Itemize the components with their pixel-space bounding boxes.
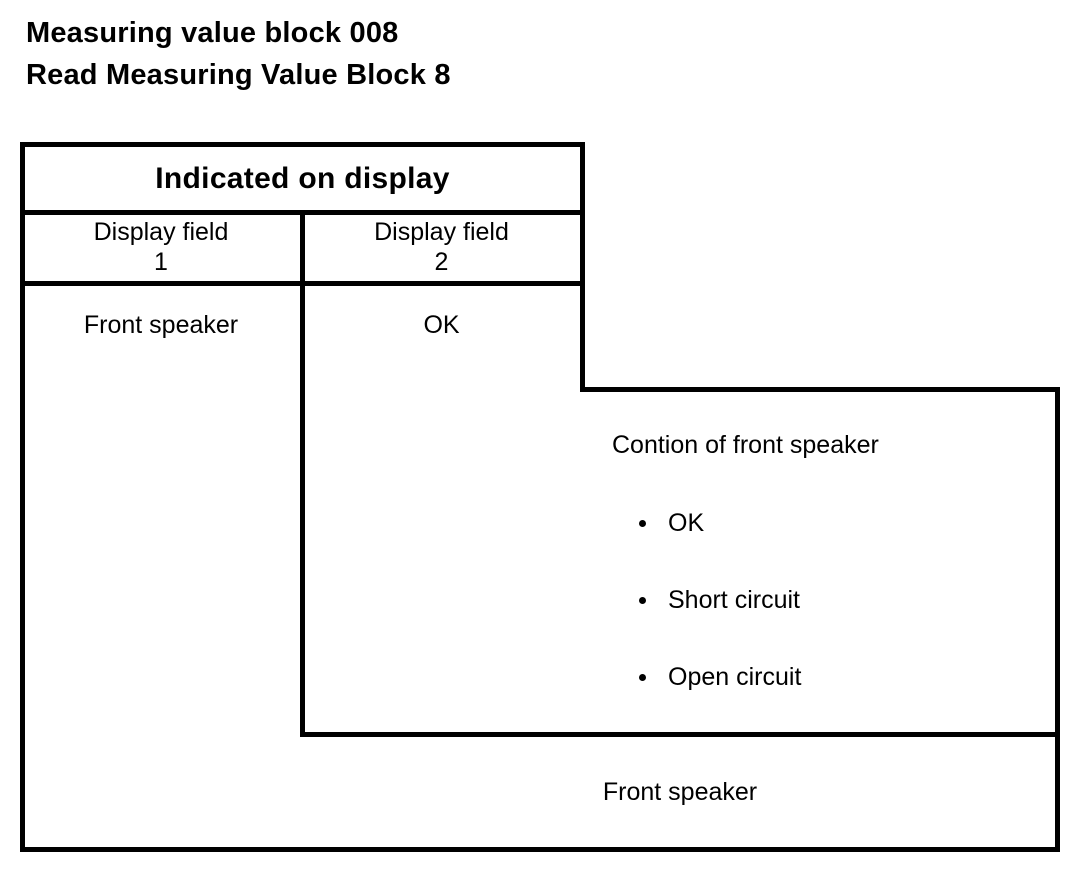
table-top-border xyxy=(20,142,585,147)
bullet-icon xyxy=(639,674,646,681)
column-header-display-field-1: Display field 1 xyxy=(93,218,229,276)
page-title: Measuring value block 008 Read Measuring… xyxy=(26,12,826,96)
table-right-border xyxy=(580,142,585,392)
column-header-display-field-2: Display field 2 xyxy=(374,218,509,276)
callout-bottom-border xyxy=(300,732,1060,737)
page-title-line-1: Measuring value block 008 xyxy=(26,17,399,49)
callout-right-border xyxy=(1055,387,1060,852)
callout-option-label: Open circuit xyxy=(668,663,802,691)
list-item: Short circuit xyxy=(636,582,801,659)
footer-box-bottom-border xyxy=(20,847,1060,852)
callout-options-list: OK Short circuit Open circuit xyxy=(636,505,801,736)
cell-display-field-1-row-1: Front speaker xyxy=(83,311,239,339)
list-item: Open circuit xyxy=(636,659,801,736)
callout-top-border xyxy=(580,387,1060,392)
table-column-divider xyxy=(300,210,305,737)
table-merged-header-label: Indicated on display xyxy=(155,161,450,195)
callout-option-label: OK xyxy=(668,509,705,537)
callout-option-label: Short circuit xyxy=(668,586,800,614)
cell-display-field-2-row-1: OK xyxy=(423,311,460,339)
bullet-icon xyxy=(639,520,646,527)
footer-box-label: Front speaker xyxy=(602,778,758,806)
list-item: OK xyxy=(636,505,801,582)
table-left-border xyxy=(20,142,25,852)
callout-title: Contion of front speaker xyxy=(612,431,879,459)
bullet-icon xyxy=(639,597,646,604)
page-title-line-2: Read Measuring Value Block 8 xyxy=(26,59,451,91)
